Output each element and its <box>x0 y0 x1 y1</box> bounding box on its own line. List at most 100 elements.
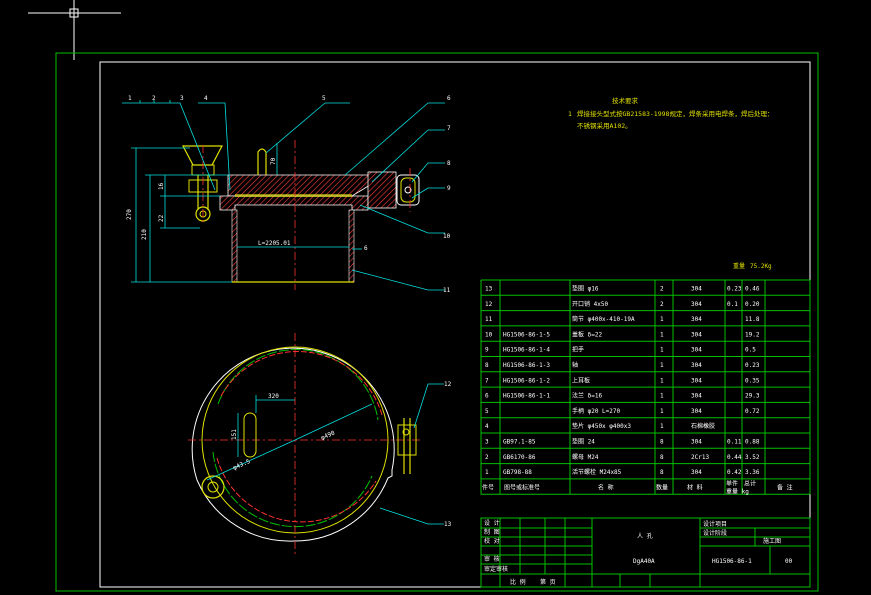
callout-1: 1 <box>128 95 132 102</box>
bom-name: 轴 <box>572 361 578 369</box>
bom-weight-total: 29.3 <box>745 393 760 400</box>
callout-6: 6 <box>447 95 451 102</box>
shell-right-wall <box>348 209 355 283</box>
bom-code: HG1506-86-1-4 <box>503 347 550 354</box>
bom-no: 9 <box>485 347 489 354</box>
bom-name: 开口销 4x50 <box>572 300 608 308</box>
tb-drawing-no: HG1506-86-1 <box>712 558 752 565</box>
bom-no: 5 <box>485 408 489 415</box>
bom-material: 304 <box>691 377 702 384</box>
callout-6b: 6 <box>364 245 368 252</box>
callout-4: 4 <box>204 95 208 102</box>
bom-header-weight: 重量 kg <box>726 487 749 495</box>
bom-name: 法兰 δ=16 <box>572 392 602 400</box>
bom-qty: 1 <box>660 362 664 369</box>
tech-req-line1: 焊接接头型式按GB21583-1998规定，焊条采用电焊条，焊后处理： <box>577 109 773 118</box>
bom-weight-total: 0.23 <box>745 362 760 369</box>
bom-material: 304 <box>691 331 702 338</box>
tech-req-line2: 不锈钢采用A102。 <box>577 121 632 130</box>
bom-header-name: 名 称 <box>598 483 614 491</box>
callout-11: 11 <box>443 287 451 294</box>
bom-no: 3 <box>485 439 489 446</box>
tb-r1: 设计项目 <box>703 520 727 528</box>
handle-slot <box>243 412 257 458</box>
bom-weight-total: 0.46 <box>745 286 760 293</box>
callout-10: 10 <box>443 233 451 240</box>
tb-check: 校 对 <box>484 537 500 545</box>
tb-scale: 00 <box>785 558 793 565</box>
bom-weight-single: 0.1 <box>727 301 738 308</box>
bom-name: 螺母 M24 <box>572 453 599 461</box>
bom-name: 垫圈 φ16 <box>572 285 599 293</box>
bom-name: 活节螺栓 M24x85 <box>572 468 622 476</box>
callout-5: 5 <box>322 95 326 102</box>
dim-16: 16 <box>158 182 165 190</box>
bom-no: 7 <box>485 377 489 384</box>
hinge-slot <box>396 174 420 206</box>
bom-no: 6 <box>485 393 489 400</box>
bom-code: GB97.1-85 <box>503 439 536 446</box>
bom-material: 2Cr13 <box>691 454 709 461</box>
bom-qty: 2 <box>660 301 664 308</box>
bom-weight-total: 0.5 <box>745 347 756 354</box>
tb-review: 审 核 <box>484 555 500 563</box>
weight-value: 75.2Kg <box>750 263 772 270</box>
bom-material: 304 <box>691 301 702 308</box>
bom-no: 8 <box>485 362 489 369</box>
tb-r3: 施工图 <box>763 537 781 545</box>
bom-header-note: 备 注 <box>777 483 793 491</box>
callout-12: 12 <box>444 381 452 388</box>
dim-ring-length: L=2205.01 <box>258 240 291 247</box>
bom-code: HG1506-86-1-3 <box>503 362 550 369</box>
bom-material: 304 <box>691 469 702 476</box>
bom-weight-total: 0.88 <box>745 439 760 446</box>
bom-material: 304 <box>691 286 702 293</box>
hinge-plan <box>397 418 417 474</box>
bom-weight-total: 19.2 <box>745 331 760 338</box>
weight-label: 重量 <box>733 262 745 270</box>
bom-qty: 1 <box>660 423 664 430</box>
tech-req-num: 1 <box>568 110 572 118</box>
outer-border <box>55 52 819 592</box>
section-view: 270 210 16 22 70 L=2205.01 <box>122 95 451 294</box>
callout-7: 7 <box>447 125 451 132</box>
bom-no: 2 <box>485 454 489 461</box>
bom-name: 手柄 φ20 L=270 <box>572 407 621 415</box>
bom-qty: 8 <box>660 454 664 461</box>
bom-weight-single: 0.44 <box>727 454 742 461</box>
tb-r2: 设计阶段 <box>703 529 727 537</box>
bom-qty: 1 <box>660 408 664 415</box>
bom-weight-total: 3.52 <box>745 454 760 461</box>
bom-code: GB6170-86 <box>503 454 536 461</box>
plan-view: 320 151 φ490 φ43.5 12 13 <box>188 333 452 555</box>
dim-210: 210 <box>141 229 148 240</box>
dim-435: φ43.5 <box>232 458 252 472</box>
bom-material: 304 <box>691 362 702 369</box>
bom-qty: 8 <box>660 439 664 446</box>
bom-no: 11 <box>485 316 493 323</box>
bom-qty: 1 <box>660 393 664 400</box>
bom-qty: 1 <box>660 347 664 354</box>
tb-approve: 审定审核 <box>484 565 508 573</box>
dim-320: 320 <box>268 393 279 400</box>
tb-design: 设 计 <box>484 519 500 527</box>
tb-bottom2: 第 页 <box>540 578 556 586</box>
outer-flange-circle <box>191 347 395 542</box>
bom-name: 上耳板 <box>572 376 590 384</box>
bom-no: 4 <box>485 423 489 430</box>
bom-name: 筒节 φ400x-410-19A <box>572 315 635 323</box>
title-block: 设 计 制 图 校 对 审 核 审定审核 人 孔 DgA40A 设计项目 设计阶… <box>480 517 811 588</box>
dim-270: 270 <box>126 209 133 220</box>
tb-bottom1: 比 例 <box>510 578 526 586</box>
callout-2: 2 <box>152 95 156 102</box>
bom-no: 12 <box>485 301 493 308</box>
bom-weight-single: 0.11 <box>727 439 742 446</box>
tb-part-spec: DgA40A <box>633 558 655 565</box>
bom-material: 304 <box>691 316 702 323</box>
bom-qty: 1 <box>660 331 664 338</box>
dim-70: 70 <box>270 157 277 165</box>
callout-9: 9 <box>447 185 451 192</box>
lifting-handle <box>257 148 267 175</box>
bom-code: HG1506-86-1-2 <box>503 377 550 384</box>
